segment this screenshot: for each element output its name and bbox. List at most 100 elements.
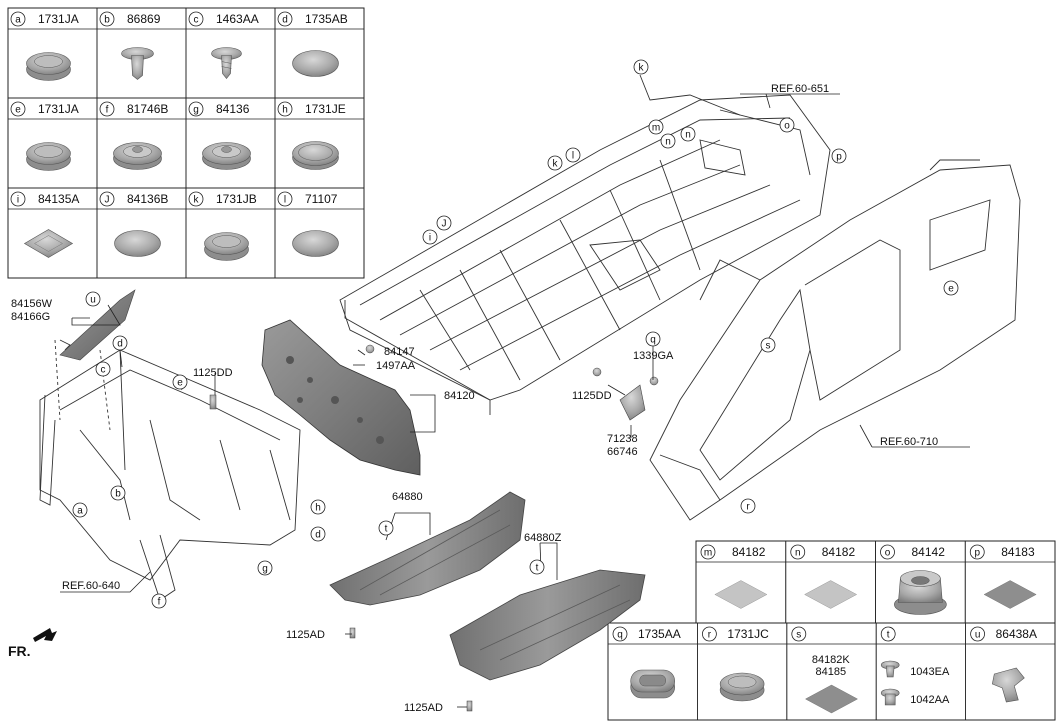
marker-g-8: g [257,560,273,576]
svg-text:h: h [282,105,288,116]
ringed-plug-icon [113,142,162,170]
svg-text:s: s [766,341,771,352]
legend-letter-l: l [277,191,293,207]
push-clip-icon [121,47,154,80]
svg-text:t: t [887,630,890,641]
marker-e-22: e [943,280,959,296]
round-grommet-icon [26,142,71,171]
callout-64880Z: 64880Z [524,532,562,544]
marker-p-15: p [831,148,847,164]
svg-text:l: l [284,195,286,206]
marker-m-11: m [648,119,664,135]
legend-code-d: 1735AB [305,12,348,26]
legend-code-r: 1731JC [727,627,769,641]
legend-sub-code-t-0: 1043EA [910,666,950,678]
callout-1125DD-rear: 1125DD [572,390,612,402]
marker-r-23: r [740,498,756,514]
legend-code-o: 84142 [912,545,946,559]
dome-plug-icon [292,50,339,77]
round-grommet-icon [719,672,765,702]
legend-code-m: 84182 [732,545,766,559]
dark-pad-sheet-icon [983,580,1037,609]
svg-text:J: J [442,219,447,230]
svg-text:m: m [704,548,712,559]
callout-84147: 84147 [384,346,415,358]
dash-panel-holes [286,356,384,444]
under-cover-64880z [449,569,646,681]
svg-text:d: d [315,530,321,541]
svg-text:u: u [975,630,981,641]
callout-1125DD-front: 1125DD [193,367,233,379]
svg-text:e: e [177,378,183,389]
floor-panel-assembly [339,74,831,415]
svg-text:c: c [194,15,199,26]
legend-code-a: 1731JA [38,12,79,26]
svg-text:g: g [262,564,268,575]
legend-letter-s: s [791,626,807,642]
ref-60-640: REF.60-640 [62,580,120,592]
legend-letter-h: h [277,101,293,117]
legend-letter-p: p [969,544,985,560]
marker-b-4: b [110,485,126,501]
fr-arrow-icon [33,628,57,642]
screw-clip-icon [211,47,242,79]
marker-n-12: n [660,133,676,149]
legend-letter-c: c [188,11,204,27]
svg-text:d: d [282,15,288,26]
legend-code-i: 84135A [38,192,79,206]
legend-code-f: 81746B [127,102,168,116]
legend-sub-code-s-1: 84185 [816,666,847,678]
svg-text:t: t [536,563,539,574]
svg-text:q: q [650,335,656,346]
marker-f-9: f [151,593,167,609]
legend-code-g: 84136 [216,102,250,116]
legend-sub-code-t-1: 1042AA [910,694,950,706]
marker-c-1: c [95,361,111,377]
marker-J-19: J [436,215,452,231]
legend-letter-m: m [700,544,716,560]
legend-code-u: 86438A [996,627,1037,641]
callout-66746: 66746 [607,446,638,458]
legend-cell-d: d 1735AB [274,7,365,99]
legend-cell-f: f 81746B [96,97,187,189]
legend-letter-b: b [99,11,115,27]
cup-plug-icon [894,570,947,615]
legend-code-h: 1731JE [305,102,346,116]
legend-letter-r: r [702,626,717,642]
legend-code-q: 1735AA [638,627,681,641]
marker-d-7: d [310,526,326,542]
legend-cell-c: c 1463AA [185,7,276,99]
svg-text:f: f [106,105,109,116]
svg-text:t: t [385,524,388,535]
hardware-bolts [209,344,659,712]
callout-84156W: 84156W [11,298,53,310]
legend-cell-t: t 1043EA 1042AA [875,622,967,721]
svg-text:u: u [90,295,96,306]
svg-text:f: f [158,597,161,608]
marker-t-25: t [529,559,545,575]
legend-letter-e: e [10,101,26,117]
svg-text:k: k [553,159,559,170]
svg-text:b: b [104,15,110,26]
legend-letter-t: t [880,626,896,642]
marker-o-14: o [779,117,795,133]
callout-71238: 71238 [607,433,638,445]
svg-text:i: i [17,195,19,206]
legend-code-c: 1463AA [216,12,259,26]
svg-text:k: k [194,195,200,206]
ref-60-710: REF.60-710 [880,436,938,448]
under-cover-ribs [359,509,631,661]
callout-1125AD-rear: 1125AD [404,702,443,714]
legend-sub-code-s-0: 84182K [812,654,851,666]
legend-cell-u: u 86438A [965,622,1056,721]
oval-plug-icon [630,669,676,699]
marker-n-13: n [680,126,696,142]
pad-sheet-icon [714,580,768,609]
legend-code-b: 86869 [127,12,161,26]
svg-text:n: n [685,130,691,141]
legend-letter-u: u [970,626,985,642]
